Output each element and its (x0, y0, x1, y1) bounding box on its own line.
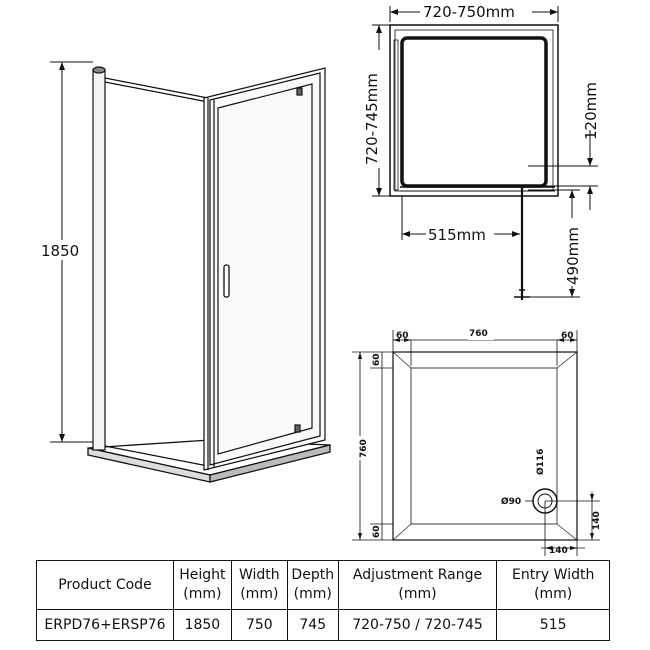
header-text: Adjustment Range (352, 567, 483, 583)
tray-top-width-label: 760 (469, 329, 488, 339)
waste-offset-label: Ø116 (535, 449, 546, 475)
plan-opening-label: 515mm (428, 226, 486, 244)
header-unit: (mm) (398, 586, 437, 602)
side-panel (92, 66, 209, 467)
tray-drawing: 60 760 60 60 760 60 Ø116 Ø90 (352, 328, 602, 556)
header-text: Height (179, 567, 226, 583)
cell-entry-width: 515 (496, 609, 610, 641)
pivot-door (203, 67, 326, 471)
plan-view: 720-750mm 720-745mm 120mm 51 (362, 2, 600, 300)
header-unit: (mm) (183, 586, 222, 602)
tray-top-left-label: 60 (396, 331, 409, 341)
enclosure-elevation: 1850 (38, 61, 331, 483)
tray-outline (392, 351, 578, 541)
tray-left-height-label: 760 (359, 439, 369, 458)
cell-width: 750 (230, 609, 288, 641)
header-product-code: Product Code (36, 560, 174, 610)
cell-adjustment-range: 720-750 / 720-745 (337, 609, 498, 641)
header-unit: (mm) (293, 586, 332, 602)
header-text: Depth (291, 567, 335, 583)
header-text: Entry Width (511, 567, 595, 583)
plan-enclosure (389, 24, 559, 300)
header-entry-width: Entry Width (mm) (496, 560, 610, 610)
header-width: Width (mm) (230, 560, 288, 610)
plan-offset-label: 120mm (582, 82, 600, 140)
cell-height: 1850 (172, 609, 232, 641)
table-header-row: Product Code Height (mm) Width (mm) Depth (… (36, 560, 610, 610)
header-adjustment-range: Adjustment Range (mm) (337, 560, 498, 610)
cell-product-code: ERPD76+ERSP76 (36, 609, 174, 641)
tray-left-bottom-label: 60 (372, 525, 382, 538)
header-unit: (mm) (534, 586, 573, 602)
cell-depth: 745 (286, 609, 339, 641)
header-text: Product Code (58, 576, 152, 593)
plan-swing-label: 490mm (564, 227, 582, 285)
header-depth: Depth (mm) (286, 560, 339, 610)
tray-right-label: 140 (592, 511, 602, 530)
waste-diameter-label: Ø90 (501, 496, 521, 507)
plan-depth-label: 720-745mm (363, 73, 381, 165)
tray-bottom-label: 140 (549, 546, 568, 556)
header-height: Height (mm) (172, 560, 232, 610)
table-row: ERPD76+ERSP76 1850 750 745 720-750 / 720… (36, 609, 610, 641)
tray-left-top-label: 60 (372, 353, 382, 366)
height-label: 1850 (41, 242, 79, 260)
spec-table: Product Code Height (mm) Width (mm) Depth (… (36, 560, 610, 641)
plan-width-label: 720-750mm (423, 3, 515, 21)
header-text: Width (238, 567, 280, 583)
tray-top-right-label: 60 (561, 331, 574, 341)
header-unit: (mm) (240, 586, 279, 602)
